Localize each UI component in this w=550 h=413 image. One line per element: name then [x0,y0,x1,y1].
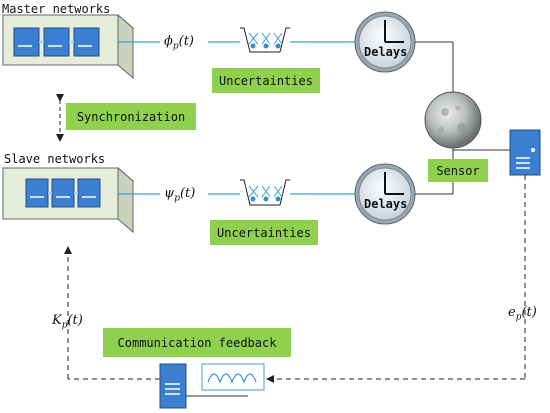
slave-network-cabinet [1,166,135,234]
master-network-cabinet [1,13,135,80]
uncertainties-box-bottom: Uncertainties [210,220,318,245]
slave-signal-label: ψp(t) [164,186,196,204]
sensor-icon [424,91,482,149]
communication-feedback-box: Communication feedback [103,328,291,357]
clock-icon-bottom [354,163,416,225]
clock-icon-top [354,11,416,73]
controller-server-icon [509,129,541,176]
master-signal-label: ϕp(t) [164,34,195,52]
error-signal-label: ep(t) [508,305,537,323]
sensor-box: Sensor [428,159,488,182]
delays-label-top: Delays [364,45,408,59]
master-networks-title: Master networks [2,2,111,16]
feedback-server-icon [159,363,248,409]
slave-networks-title: Slave networks [4,152,106,166]
uncertainty-block-top [240,27,290,53]
gain-signal-label: Kp(t) [52,313,83,331]
uncertainties-box-top: Uncertainties [212,68,320,93]
synchronization-box: Synchronization [66,103,196,130]
coil-icon [201,363,265,391]
uncertainty-block-bottom [240,179,290,206]
delays-label-bottom: Delays [364,197,408,211]
